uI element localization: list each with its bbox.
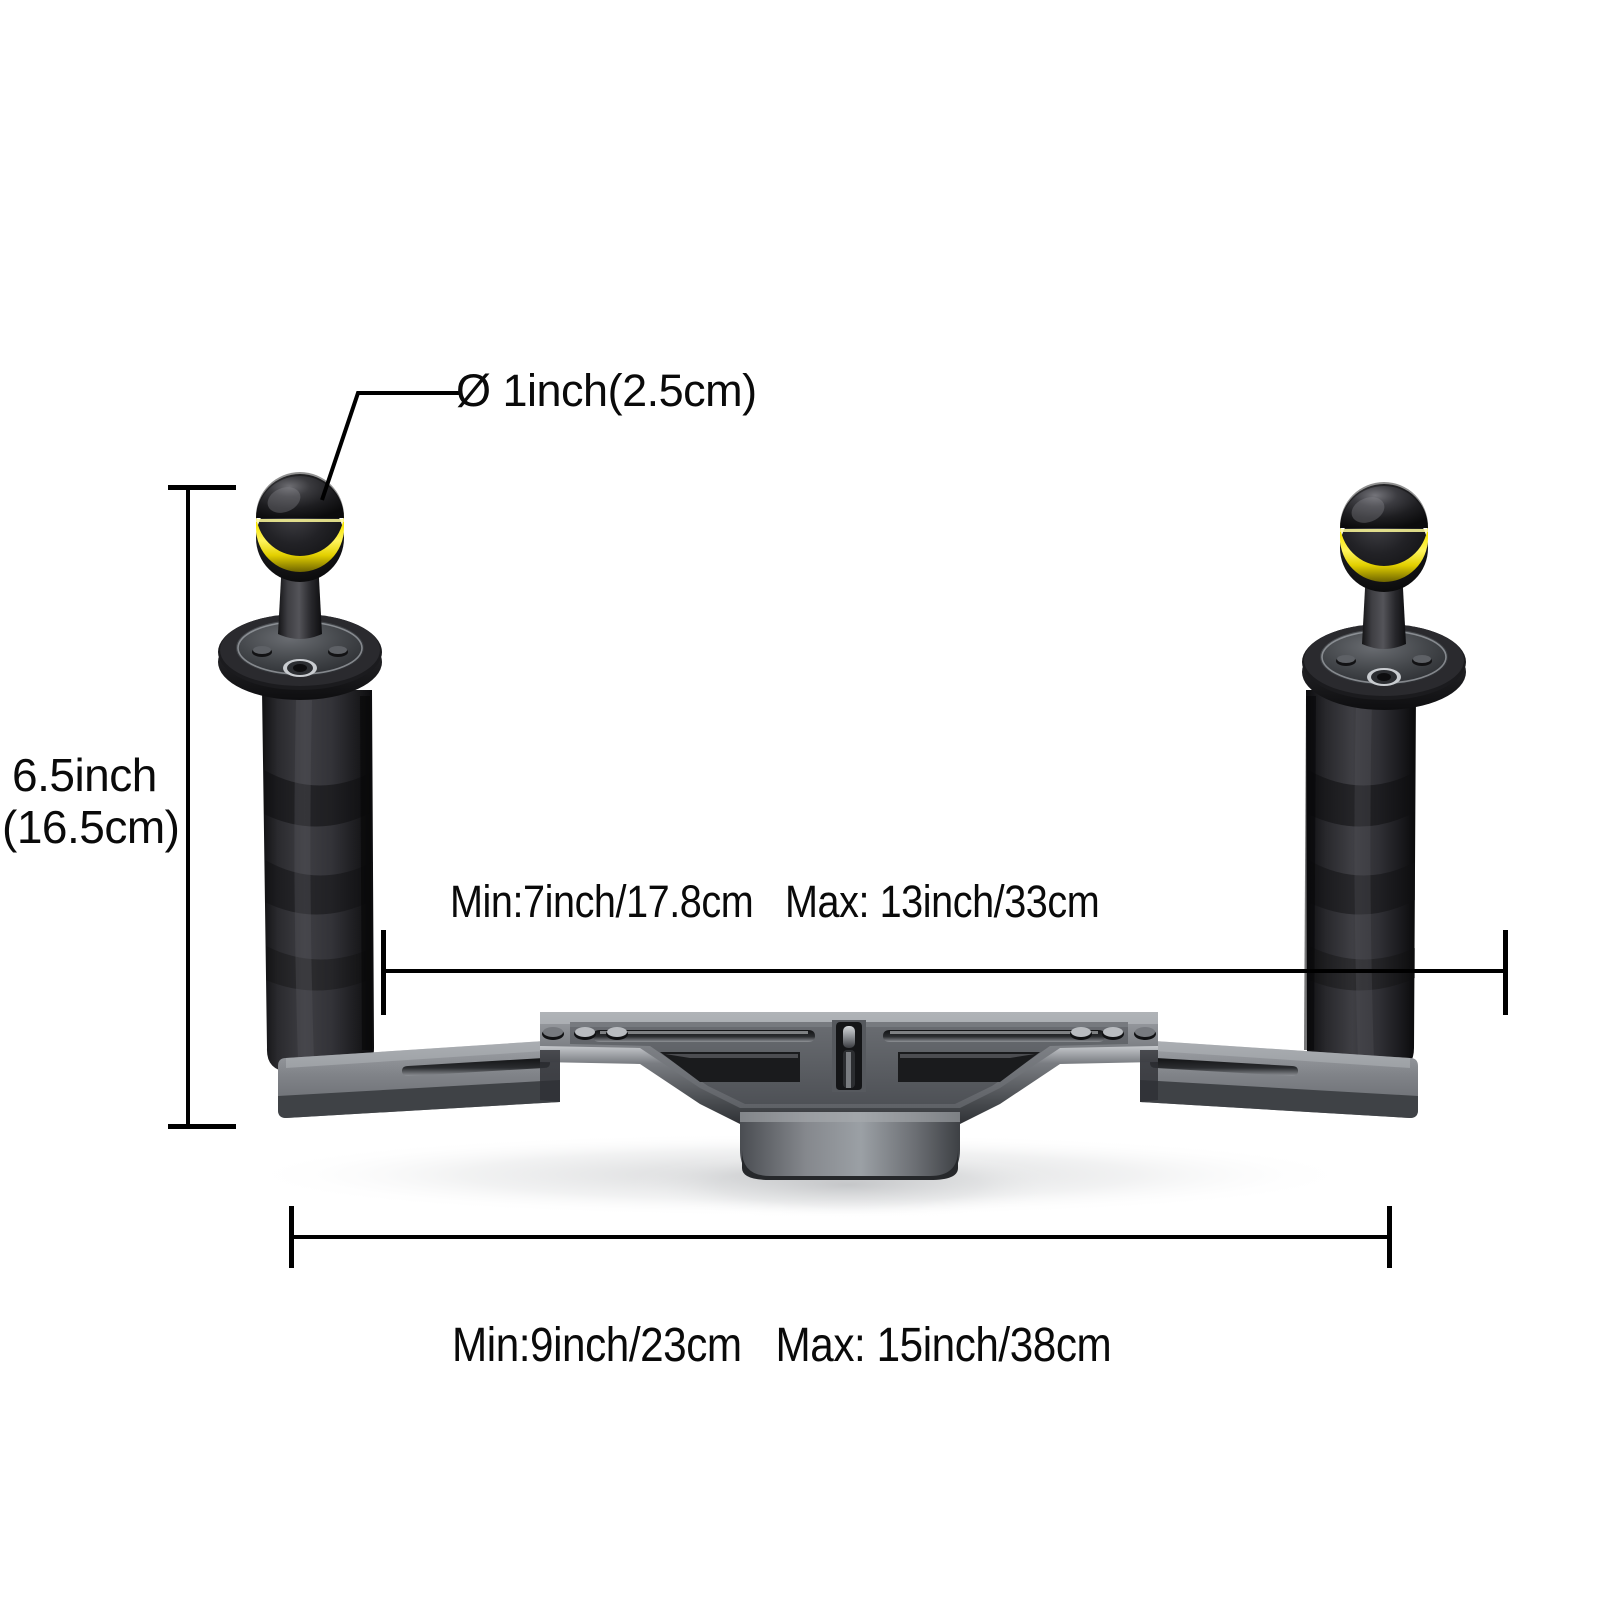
ball-diameter-label: Ø 1inch(2.5cm) xyxy=(456,365,757,416)
outer-width-tick-right xyxy=(1387,1206,1392,1268)
inner-width-label: Min:7inch/17.8cm Max: 13inch/33cm xyxy=(450,876,1100,927)
height-tick-bottom xyxy=(168,1124,236,1129)
height-dim-line xyxy=(186,487,190,1124)
outer-width-dim-line xyxy=(291,1235,1391,1239)
handle-height-label-line2: (16.5cm) xyxy=(2,801,180,853)
outer-width-label: Min:9inch/23cm Max: 15inch/38cm xyxy=(452,1319,1112,1372)
inner-width-tick-right xyxy=(1503,930,1508,1015)
handle-height-label-line1: 6.5inch xyxy=(12,749,157,801)
height-tick-top xyxy=(168,485,236,490)
inner-width-dim-line xyxy=(383,969,1507,973)
